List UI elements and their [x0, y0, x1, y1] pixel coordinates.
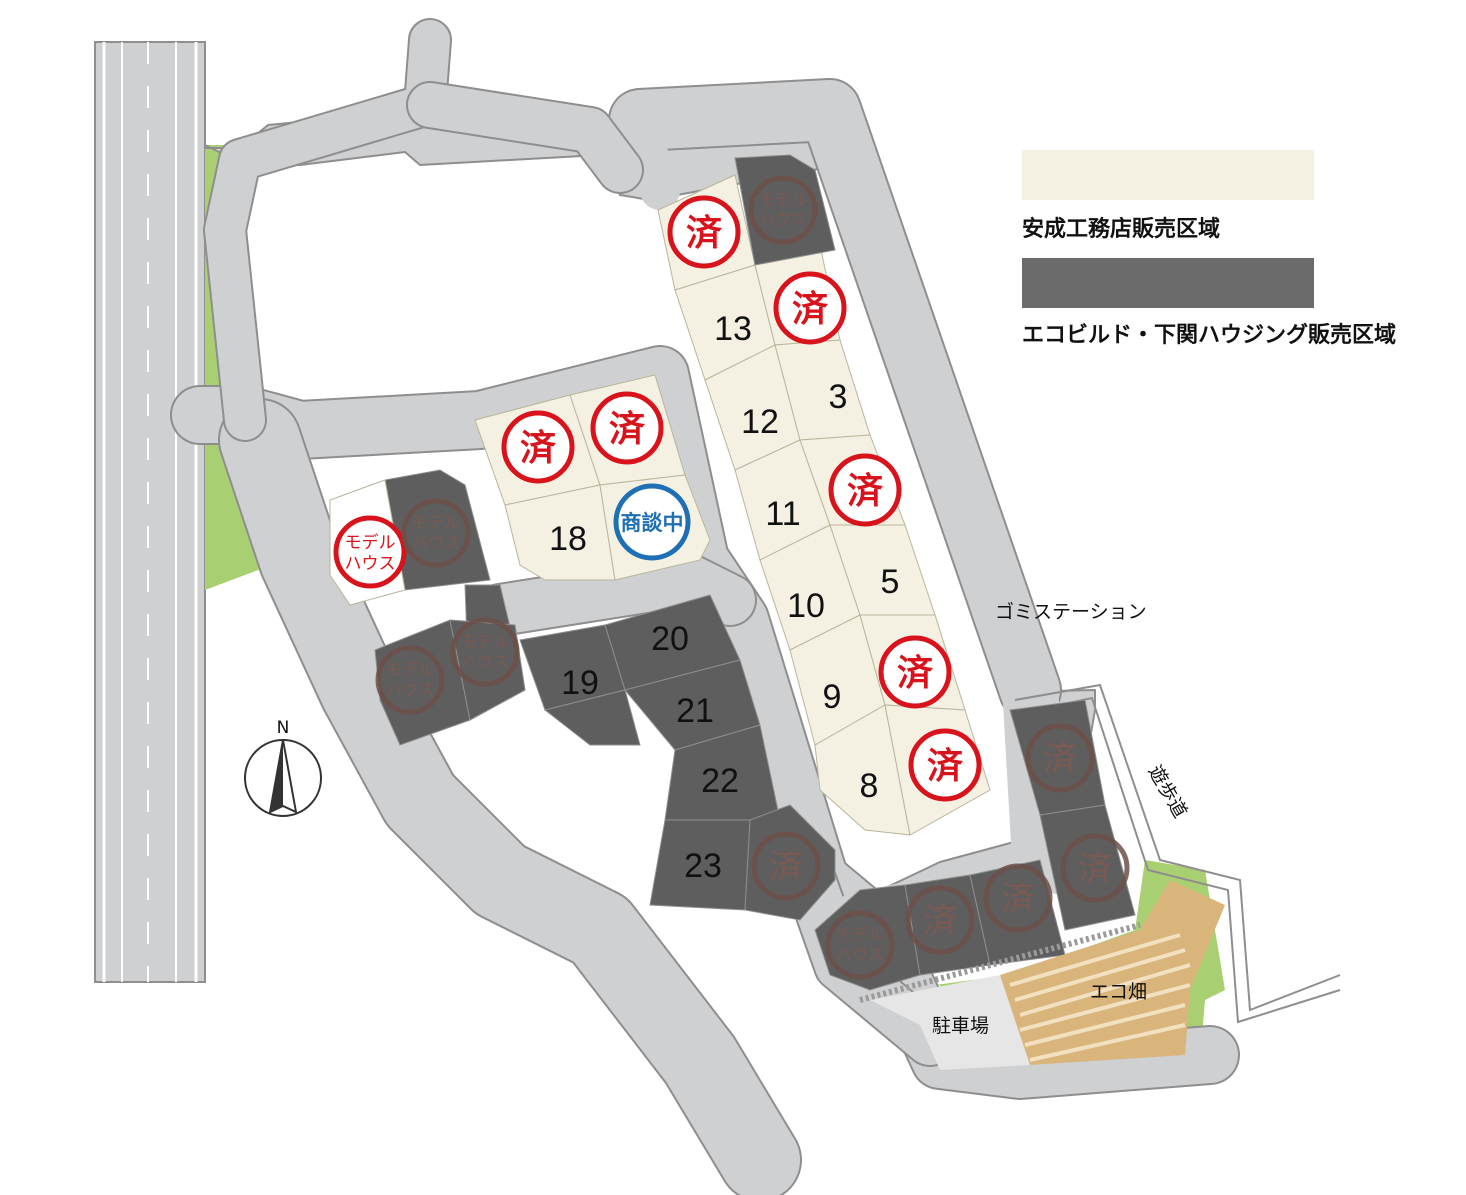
lot-3: 3 [829, 378, 848, 416]
north-label: N [277, 718, 290, 738]
svg-text:ハウス: ハウス [345, 554, 396, 574]
model-house-label: ハウス [836, 945, 884, 964]
svg-text:済: 済 [847, 471, 883, 512]
sold-label: 済 [1078, 849, 1112, 889]
eco-field-label: エコ畑 [1090, 981, 1147, 1003]
sold-stamp: 済 [908, 728, 982, 802]
grey-stamps [375, 175, 1130, 980]
model-house-label: モデル [836, 925, 884, 944]
model-house-stamp: モデル ハウス [333, 515, 407, 589]
sold-stamp: 済 [773, 271, 847, 345]
eco-area [859, 880, 1225, 1070]
lot-12: 12 [741, 403, 779, 441]
model-house-label: ハウス [461, 652, 509, 671]
sold-stamps-red: 済 済 済 済 済 済 済 モデル ハウス [333, 195, 982, 802]
lot-13: 13 [714, 310, 752, 348]
lot-19: 19 [561, 664, 599, 702]
svg-text:済: 済 [686, 213, 722, 254]
promenade-label: 遊歩道 [1144, 762, 1192, 822]
lot-10: 10 [787, 587, 825, 625]
model-house-label: モデル [461, 632, 509, 651]
sold-stamp: 済 [501, 410, 575, 484]
lot-11: 11 [765, 495, 800, 533]
svg-text:済: 済 [897, 653, 933, 694]
sold-stamp: 済 [667, 195, 741, 269]
sold-stamp: 済 [828, 453, 902, 527]
lot-5: 5 [881, 563, 900, 601]
grey-stamp-texts: モデル ハウス モデル ハウス モデル ハウス モデル ハウス モデル ハウス … [386, 190, 1112, 964]
model-house-label: ハウス [386, 680, 434, 699]
garbage-station-label: ゴミステーション [995, 601, 1147, 623]
sold-stamp: 済 [590, 391, 664, 465]
model-house-label: ハウス [412, 533, 460, 552]
sold-stamp: 済 [878, 635, 952, 709]
legend-swatch-dark [1022, 258, 1314, 308]
lot-18: 18 [549, 520, 587, 558]
legend-label-1: 安成工務店販売区域 [1022, 216, 1220, 242]
svg-text:済: 済 [927, 746, 963, 787]
legend-label-2: エコビルド・下関ハウジング販売区域 [1022, 322, 1396, 348]
model-house-label: モデル [386, 660, 434, 679]
lot-21: 21 [676, 692, 714, 730]
lot-9: 9 [823, 678, 842, 716]
svg-text:済: 済 [792, 289, 828, 330]
svg-text:済: 済 [520, 428, 556, 469]
sold-label: 済 [1001, 879, 1035, 919]
parking-label: 駐車場 [932, 1015, 989, 1037]
north-arrow-icon: N [244, 718, 322, 817]
negotiating-stamp: 商談中 [613, 483, 691, 561]
model-house-label: モデル [412, 513, 460, 532]
dark-lots [374, 154, 1136, 991]
lot-20: 20 [651, 620, 689, 658]
lot-22: 22 [701, 762, 739, 800]
sold-label: 済 [923, 901, 957, 941]
lot-8: 8 [860, 767, 879, 805]
legend-swatch-cream [1022, 150, 1314, 200]
sold-label: 済 [1043, 739, 1077, 779]
highway [94, 41, 206, 983]
svg-text:商談中: 商談中 [621, 511, 684, 535]
svg-text:モデル: モデル [345, 532, 396, 553]
lot-23: 23 [684, 847, 722, 885]
model-house-label: ハウス [759, 210, 807, 229]
legend: 安成工務店販売区域 エコビルド・下関ハウジング販売区域 [1022, 150, 1396, 348]
svg-text:済: 済 [609, 409, 645, 450]
model-house-label: モデル [759, 190, 807, 209]
sold-label: 済 [769, 847, 803, 887]
lot-numbers: 13 12 3 11 10 5 9 8 18 19 20 21 22 23 [549, 310, 899, 885]
